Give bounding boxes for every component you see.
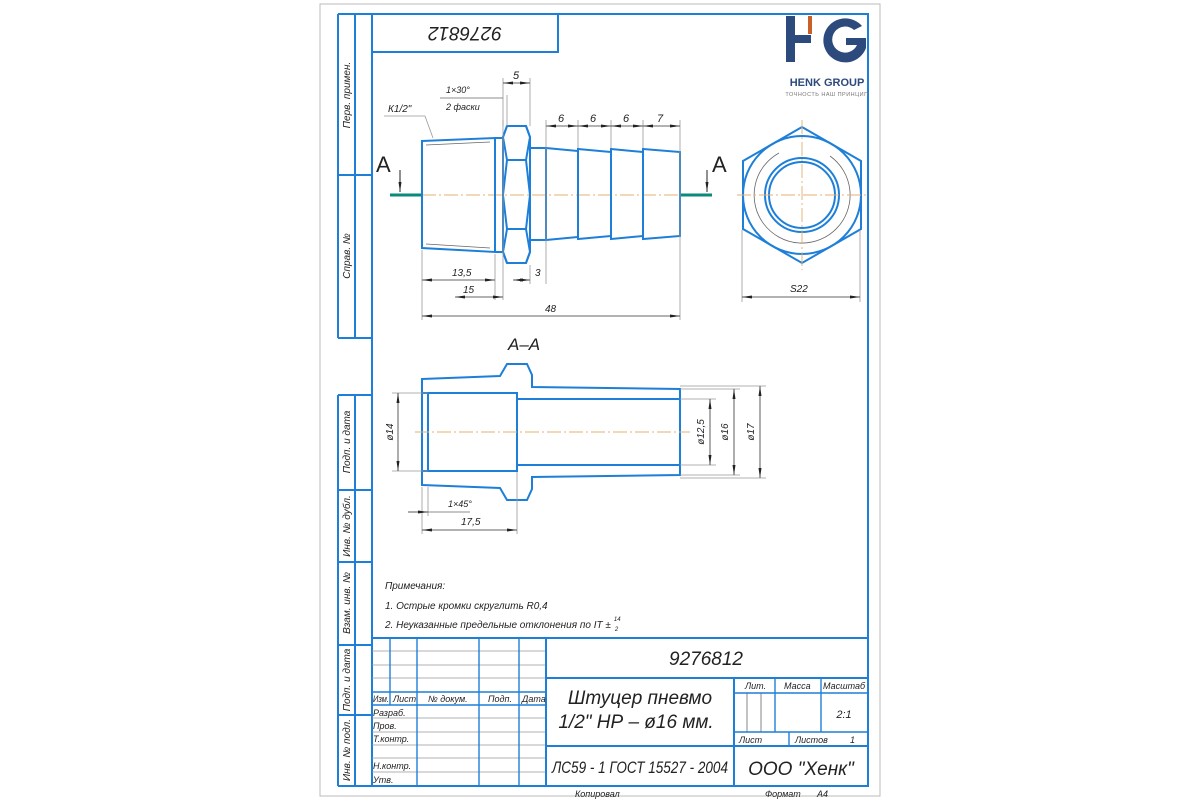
side-label: Инв. № подл. — [342, 719, 353, 781]
neck-label: 3 — [535, 268, 541, 279]
section-view: А–А ø14 ø12,5 ø16 ø17 1×45° 17,5 — [385, 335, 766, 534]
nkontr-label: Н.контр. — [373, 761, 411, 771]
section-mark-right: А — [712, 152, 727, 177]
scale-label: Масштаб — [823, 681, 866, 691]
mass-label: Масса — [784, 681, 811, 691]
copied-label: Копировал — [575, 789, 620, 799]
barb2-label: 6 — [590, 113, 597, 125]
main-view: А А 5 — [376, 70, 727, 320]
name-label: HENK GROUP — [790, 77, 865, 89]
barb3-label: 6 — [623, 113, 630, 125]
chamfer-label-2-label: 2 фаски — [445, 102, 480, 112]
prov-label: Пров. — [373, 721, 397, 731]
bore-len-label: 17,5 — [461, 517, 481, 528]
list-label: Лист — [392, 694, 417, 704]
chamfer-label-1-label: 1×30° — [446, 85, 470, 95]
tolerance-numerator: 14 — [614, 617, 621, 623]
title-label: А–А — [507, 335, 540, 354]
sheet-label-label: Лист — [738, 735, 763, 745]
side-label: Подп. и дата — [342, 410, 353, 473]
d-thread-bore-label: ø14 — [385, 423, 396, 441]
heading-label: Примечания: — [385, 581, 445, 592]
material: ЛС59 - 1 ГОСТ 15527 - 2004 — [551, 758, 728, 777]
designation: 9276812 — [669, 649, 743, 670]
thread-full-label: 15 — [463, 285, 475, 296]
chamfer-label: 1×45° — [448, 499, 472, 509]
d-barb-label: ø16 — [720, 423, 731, 441]
part-name: Штуцер пневмо — [568, 688, 712, 709]
0-label: 1. Острые кромки скруглить R0,4 — [385, 601, 548, 612]
notes: Примечания: 1. Острые кромки скруглить R… — [384, 581, 621, 633]
format-label-label: Формат — [765, 789, 801, 799]
sheet-border — [319, 3, 881, 797]
top-box-number: 9276812 — [428, 22, 502, 43]
company: ООО "Хенк" — [748, 759, 855, 780]
utv-label: Утв. — [372, 775, 393, 785]
sign-label: Подп. — [488, 694, 512, 704]
thread-len-label: 13,5 — [452, 268, 472, 279]
section-mark-left: А — [376, 152, 391, 177]
name-line-2-label: 1/2" НР – ø16 мм. — [558, 712, 713, 733]
tolerance-denominator: 2 — [614, 627, 619, 633]
side-labels: Перв. примен. Справ. № Подп. и дата Инв.… — [341, 62, 353, 781]
scale-value-label: 2:1 — [835, 709, 851, 721]
side-view: S22 — [737, 120, 866, 302]
side-label: Взам. инв. № — [342, 572, 353, 634]
slogan-label: ТОЧНОСТЬ НАШ ПРИНЦИП — [785, 92, 868, 98]
lit-label: Лит. — [744, 681, 766, 691]
format-value-label: А4 — [816, 789, 828, 799]
hex-width-label: 5 — [513, 70, 520, 82]
sheets-value-label: 1 — [850, 735, 855, 745]
barb4-label: 7 — [657, 113, 664, 125]
date-label: Дата — [521, 694, 546, 704]
1-label: 2. Неуказанные предельные отклонения по … — [384, 620, 611, 631]
d-barb-max-label: ø17 — [746, 423, 757, 441]
side-label: Перв. примен. — [342, 62, 353, 128]
razrab-label: Разраб. — [373, 708, 406, 718]
side-label: Справ. № — [342, 233, 353, 279]
thread-label-label: К1/2" — [388, 104, 412, 115]
doc-label: № докум. — [428, 694, 468, 704]
izm-label: Изм. — [373, 694, 389, 704]
henk-group-logo: HENK GROUP ТОЧНОСТЬ НАШ ПРИНЦИП — [785, 16, 868, 98]
title-block: Изм. Лист № докум. Подп. Дата Разраб. Пр… — [372, 637, 868, 799]
drawing-frame — [337, 13, 869, 787]
sheets-label-label: Листов — [794, 735, 828, 745]
tkontr-label: Т.контр. — [373, 734, 409, 744]
total-label: 48 — [545, 304, 557, 315]
barb1-label: 6 — [558, 113, 565, 125]
hex-size-label: S22 — [790, 284, 808, 295]
d-bore-label: ø12,5 — [696, 419, 707, 445]
side-label: Подп. и дата — [342, 648, 353, 711]
side-label: Инв. № дубл. — [341, 495, 353, 557]
